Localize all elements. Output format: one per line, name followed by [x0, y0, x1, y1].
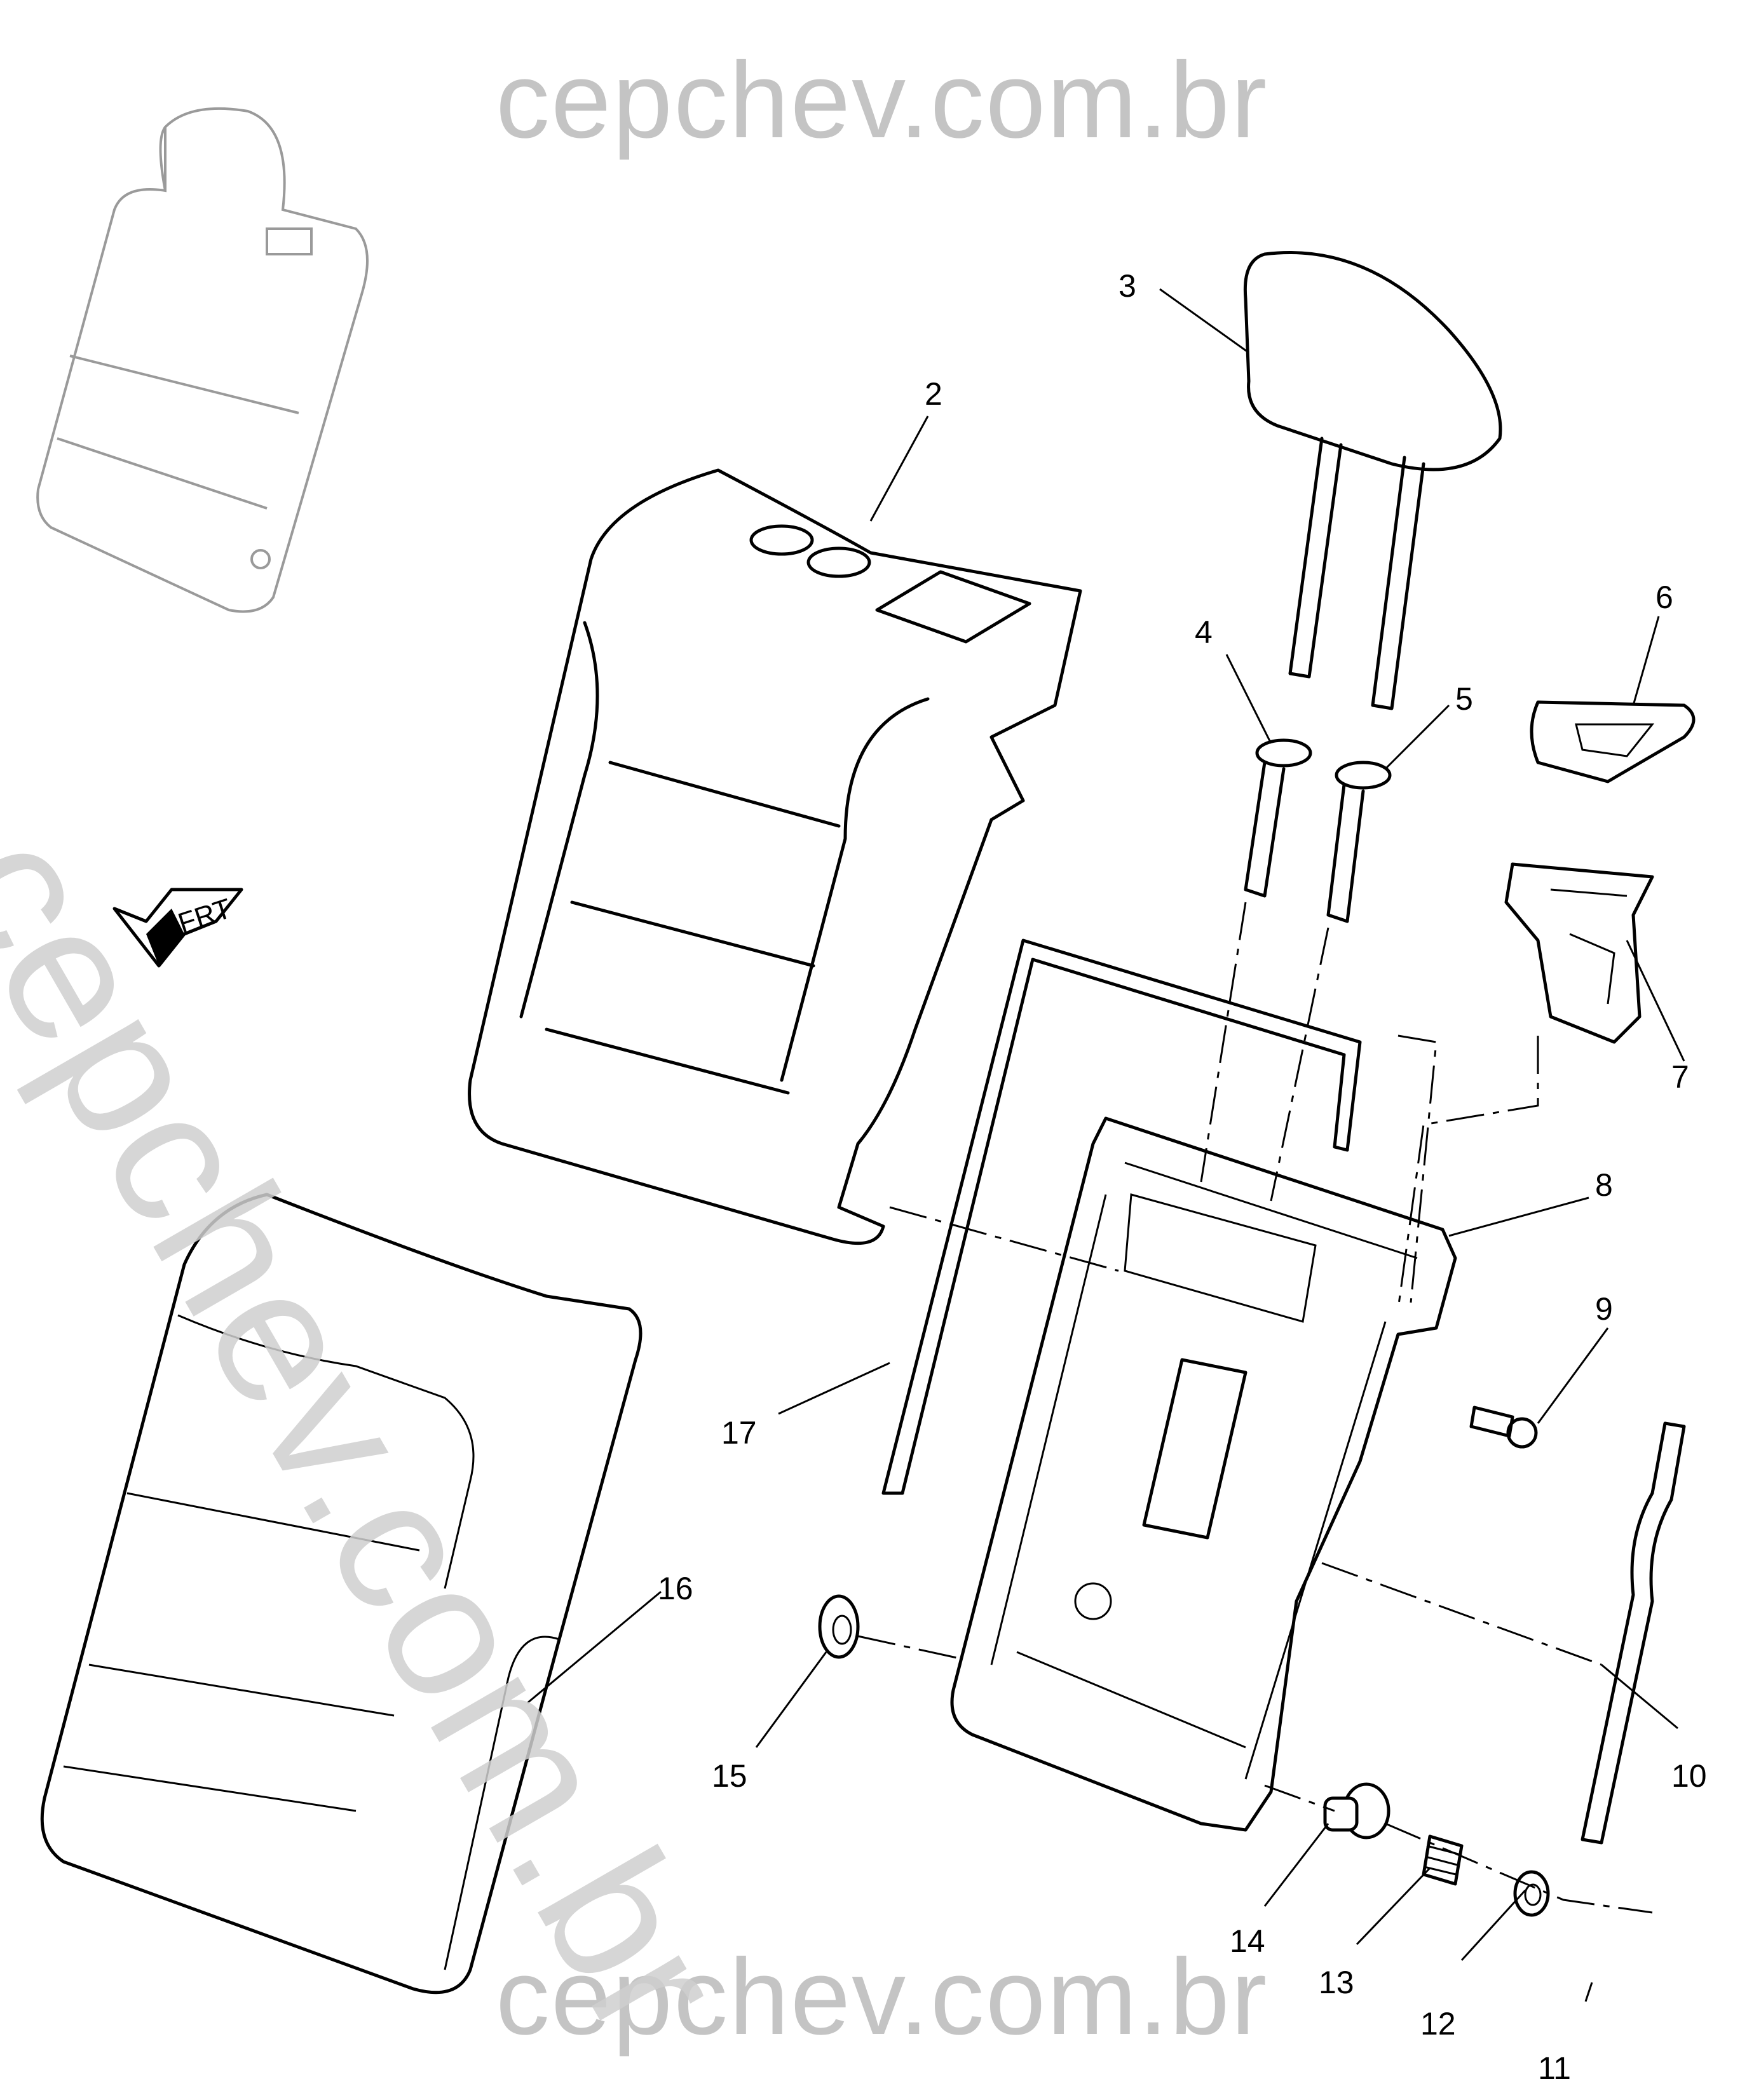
leader-lines — [527, 288, 1685, 2002]
callout-17: 17 — [721, 1415, 757, 1451]
front-direction-arrow-icon — [112, 888, 243, 968]
wire-rod-part — [881, 938, 1362, 1495]
callout-3: 3 — [1118, 268, 1136, 304]
callout-5: 5 — [1455, 681, 1473, 717]
callout-4: 4 — [1195, 614, 1213, 650]
callout-2: 2 — [925, 376, 942, 412]
callout-15: 15 — [712, 1758, 747, 1794]
headrest-part — [1243, 251, 1502, 710]
callout-6: 6 — [1655, 579, 1673, 615]
seat-latch-part — [1504, 862, 1654, 1044]
assembly-centerlines — [857, 902, 1653, 1914]
seat-back-frame-part — [950, 1116, 1457, 1832]
bolt-part — [1469, 1406, 1538, 1449]
callout-12: 12 — [1420, 2006, 1456, 2042]
pivot-hardware-parts — [818, 1594, 1550, 1917]
callout-7: 7 — [1671, 1059, 1689, 1095]
watermark-bottom: cepchev.com.br — [496, 1937, 1268, 2057]
headrest-guide-parts — [1244, 738, 1392, 923]
trim-strip-part — [1581, 1421, 1686, 1845]
watermark-top: cepchev.com.br — [496, 40, 1268, 161]
callout-14: 14 — [1230, 1923, 1265, 1959]
seat-back-pad-part — [468, 468, 1082, 1245]
seat-back-cover-part — [40, 1193, 642, 1995]
callout-16: 16 — [658, 1571, 693, 1606]
reference-seat-ghost — [36, 107, 369, 613]
callout-10: 10 — [1671, 1758, 1707, 1794]
callout-13: 13 — [1319, 1965, 1354, 2000]
callout-9: 9 — [1595, 1291, 1613, 1327]
callout-11: 11 — [1538, 2050, 1571, 2086]
callout-8: 8 — [1595, 1167, 1613, 1203]
latch-bezel-part — [1530, 700, 1696, 783]
